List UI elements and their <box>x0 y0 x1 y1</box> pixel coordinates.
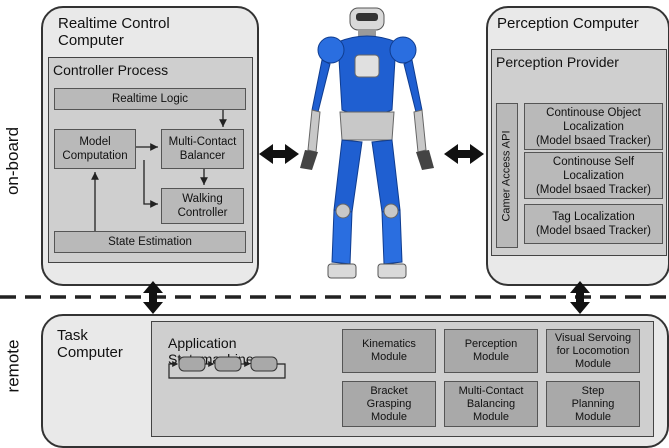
perception-provider-title: Perception Provider <box>496 54 619 70</box>
camera-access-api-box: Camer Access API <box>496 103 518 248</box>
state-estimation-label: State Estimation <box>108 236 192 248</box>
mc-balancing-line2: Balancing <box>466 397 516 410</box>
double-arrow-right-vertical <box>570 281 590 314</box>
model-computation-line2: Computation <box>62 150 128 162</box>
walking-line2: Controller <box>177 207 228 219</box>
object-loc-line2: Localization <box>563 120 624 133</box>
perception-module-line2: Module <box>472 351 510 363</box>
task-title-line2: Computer <box>57 344 123 361</box>
task-title-line1: Task <box>57 327 88 344</box>
visual-servoing-line2: for Locomotion <box>556 344 630 357</box>
double-arrow-right-horizontal <box>444 144 484 164</box>
bracket-line3: Module <box>370 410 408 423</box>
realtime-title-line1: Realtime Control <box>58 15 170 32</box>
self-loc-line2: Localization <box>563 169 624 182</box>
visual-servoing-line1: Visual Servoing <box>554 331 632 344</box>
task-title: Task Computer <box>57 327 123 361</box>
perception-item-tag-localization: Tag Localization (Model bsaed Tracker) <box>524 204 663 244</box>
object-loc-line3: (Model bsaed Tracker) <box>535 134 652 147</box>
app-line1: Application <box>168 335 237 351</box>
step-planning-line3: Module <box>574 410 612 423</box>
bracket-line2: Grasping <box>366 397 412 410</box>
object-loc-line1: Continouse Object <box>546 106 641 119</box>
self-loc-line3: (Model bsaed Tracker) <box>535 183 652 196</box>
kinematics-line2: Module <box>370 351 408 363</box>
perception-module-line1: Perception <box>464 338 518 350</box>
state-estimation-box: State Estimation <box>54 231 246 253</box>
realtime-title-line2: Computer <box>58 32 124 49</box>
tag-loc-line1: Tag Localization <box>552 211 635 223</box>
mc-balancing-line3: Module <box>472 410 510 423</box>
visual-servoing-line3: Module <box>574 357 612 370</box>
statemachine-icon <box>168 356 286 379</box>
double-arrow-left-horizontal <box>259 144 299 164</box>
realtime-logic-label: Realtime Logic <box>111 93 189 105</box>
realtime-title: Realtime Control Computer <box>58 15 170 49</box>
humanoid-robot-illustration <box>300 7 434 279</box>
model-computation-line1: Model <box>79 136 111 148</box>
bracket-line1: Bracket <box>370 384 408 397</box>
tag-loc-line2: (Model bsaed Tracker) <box>535 225 652 237</box>
kinematics-line1: Kinematics <box>362 338 416 350</box>
arrow-model-to-walking <box>143 160 158 208</box>
step-planning-line2: Planning <box>571 397 615 410</box>
realtime-logic-box: Realtime Logic <box>54 88 246 110</box>
double-arrow-left-vertical <box>143 281 163 314</box>
walking-line1: Walking <box>182 193 223 205</box>
controller-process-title: Controller Process <box>53 62 169 78</box>
multi-contact-line1: Multi-Contact <box>168 136 237 148</box>
perception-item-object-localization: Continouse Object Localization (Model bs… <box>524 103 663 150</box>
controller-flow-arrows <box>91 110 227 231</box>
perception-title: Perception Computer <box>497 15 639 32</box>
step-planning-line1: Step <box>581 384 605 397</box>
multi-contact-line2: Balancer <box>179 150 226 162</box>
self-loc-line1: Continouse Self <box>552 155 635 168</box>
mc-balancing-line1: Multi-Contact <box>458 384 524 397</box>
perception-item-self-localization: Continouse Self Localization (Model bsae… <box>524 152 663 199</box>
